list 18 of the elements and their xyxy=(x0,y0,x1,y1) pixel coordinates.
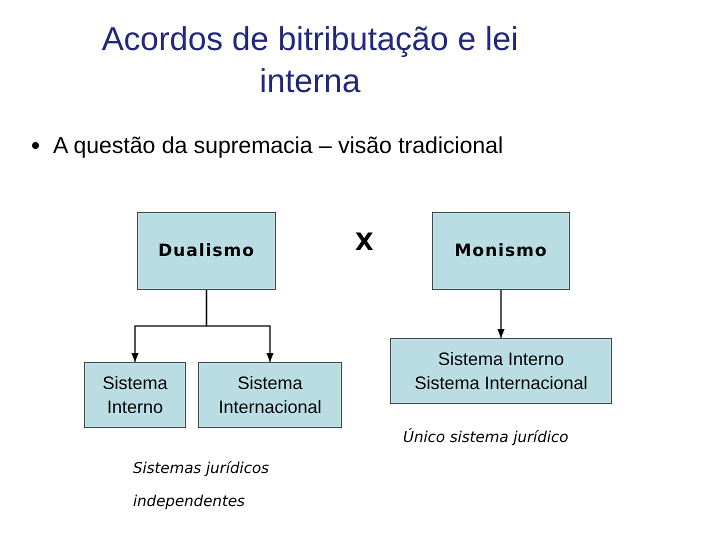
process-box xyxy=(137,212,276,290)
versus-mark: X xyxy=(355,228,374,256)
bullet-text: A questão da supremacia – visão tradicional xyxy=(53,132,504,158)
note-text: Único sistema jurídico xyxy=(403,428,568,446)
arrow xyxy=(206,290,274,362)
box-label: Sistema Interno xyxy=(438,348,564,371)
note-text: Sistemas jurídicos independentes xyxy=(133,458,270,512)
box-label: Sistema Internacional xyxy=(217,372,323,419)
box-label: Sistema Interno xyxy=(101,372,169,419)
box-label: Dualismo xyxy=(158,240,255,263)
process-box xyxy=(390,338,612,404)
box-label: Sistema Internacional xyxy=(414,372,588,395)
process-box xyxy=(84,362,186,428)
slide-title: Acordos de bitributação e lei interna xyxy=(100,19,520,101)
box-label: Monismo xyxy=(454,240,548,263)
process-box xyxy=(198,362,342,428)
arrow xyxy=(497,290,505,338)
process-box xyxy=(432,212,570,290)
